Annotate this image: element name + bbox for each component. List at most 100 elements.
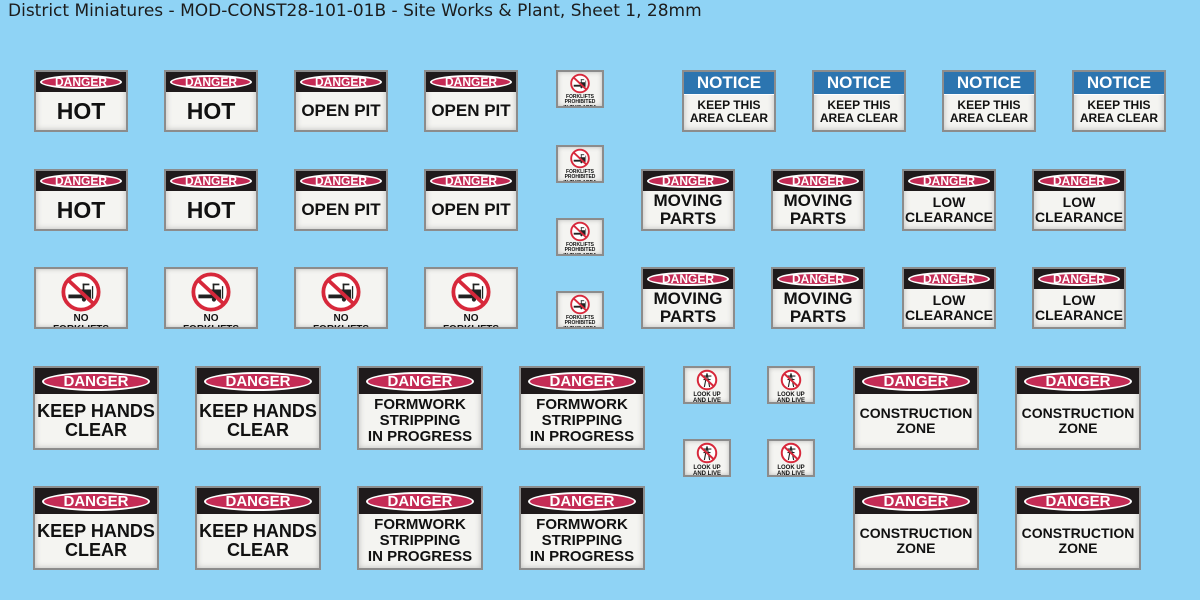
danger-header: DANGER — [643, 269, 733, 289]
sign-caption: NO FORKLIFTS — [182, 313, 240, 329]
sign-caption: NO FORKLIFTS — [442, 313, 500, 329]
no-forklifts-sign: NO FORKLIFTS — [424, 267, 518, 329]
danger-header: DANGER — [359, 488, 481, 514]
danger-hot-sign: DANGER HOT — [164, 70, 258, 132]
danger-construction-zone-sign: DANGER CONSTRUCTION ZONE — [853, 486, 979, 570]
danger-label: DANGER — [908, 272, 990, 286]
danger-header: DANGER — [296, 72, 386, 92]
sign-message: MOVING PARTS — [783, 288, 853, 326]
sign-message: LOW CLEARANCE — [1035, 193, 1123, 225]
sign-message: OPEN PIT — [301, 100, 381, 120]
sign-caption: LOOK UP AND LIVE — [692, 465, 721, 477]
sign-message: KEEP THIS AREA CLEAR — [949, 98, 1029, 125]
no-powerline-icon — [780, 369, 802, 391]
danger-label: DANGER — [1024, 491, 1132, 511]
no-forklifts-sign: NO FORKLIFTS — [164, 267, 258, 329]
danger-label: DANGER — [430, 75, 512, 89]
danger-header: DANGER — [426, 72, 516, 92]
danger-header: DANGER — [521, 368, 643, 394]
sign-message: MOVING PARTS — [653, 190, 723, 228]
danger-label: DANGER — [40, 75, 122, 89]
sign-caption: FORKLIFTS PROHIBITED IN THIS AREA — [563, 242, 597, 256]
danger-label: DANGER — [430, 174, 512, 188]
danger-low-clearance-sign: DANGER LOW CLEARANCE — [1032, 169, 1126, 231]
sign-message: LOW CLEARANCE — [905, 291, 993, 323]
look-up-and-live-sign: LOOK UP AND LIVE — [767, 366, 815, 404]
no-powerline-icon — [696, 442, 718, 464]
danger-header: DANGER — [643, 171, 733, 191]
danger-label: DANGER — [528, 491, 636, 511]
danger-header: DANGER — [296, 171, 386, 191]
danger-label: DANGER — [528, 371, 636, 391]
danger-header: DANGER — [855, 488, 977, 514]
sign-message: MOVING PARTS — [783, 190, 853, 228]
look-up-and-live-sign: LOOK UP AND LIVE — [683, 439, 731, 477]
sign-caption: LOOK UP AND LIVE — [776, 392, 805, 404]
no-forklift-icon — [191, 272, 231, 312]
danger-label: DANGER — [777, 272, 859, 286]
danger-header: DANGER — [166, 171, 256, 191]
danger-header: DANGER — [36, 72, 126, 92]
danger-label: DANGER — [300, 75, 382, 89]
danger-label: DANGER — [366, 371, 474, 391]
sheet-title: District Miniatures - MOD-CONST28-101-01… — [8, 1, 702, 21]
sign-message: HOT — [186, 97, 236, 124]
danger-header: DANGER — [1017, 488, 1139, 514]
danger-construction-zone-sign: DANGER CONSTRUCTION ZONE — [1015, 486, 1141, 570]
danger-open-pit-sign: DANGER OPEN PIT — [294, 70, 388, 132]
sign-message: MOVING PARTS — [653, 288, 723, 326]
sign-message: HOT — [56, 97, 106, 124]
danger-header: DANGER — [36, 171, 126, 191]
danger-header: DANGER — [904, 171, 994, 191]
sign-message: KEEP HANDS CLEAR — [199, 400, 317, 440]
sign-message: LOW CLEARANCE — [905, 193, 993, 225]
sign-caption: LOOK UP AND LIVE — [692, 392, 721, 404]
danger-label: DANGER — [647, 174, 729, 188]
no-forklift-icon — [61, 272, 101, 312]
danger-label: DANGER — [204, 491, 312, 511]
danger-header: DANGER — [904, 269, 994, 289]
sign-message: CONSTRUCTION ZONE — [859, 524, 973, 556]
danger-label: DANGER — [42, 371, 150, 391]
danger-moving-parts-sign: DANGER MOVING PARTS — [771, 169, 865, 231]
sign-message: CONSTRUCTION ZONE — [1021, 404, 1135, 436]
forklifts-prohibited-sign: FORKLIFTS PROHIBITED IN THIS AREA — [556, 145, 604, 183]
sign-message: OPEN PIT — [431, 199, 511, 219]
danger-label: DANGER — [1038, 174, 1120, 188]
no-forklift-icon — [451, 272, 491, 312]
danger-header: DANGER — [855, 368, 977, 394]
sign-message: KEEP HANDS CLEAR — [199, 520, 317, 560]
look-up-and-live-sign: LOOK UP AND LIVE — [683, 366, 731, 404]
danger-moving-parts-sign: DANGER MOVING PARTS — [641, 169, 735, 231]
danger-header: DANGER — [426, 171, 516, 191]
danger-label: DANGER — [40, 174, 122, 188]
danger-label: DANGER — [908, 174, 990, 188]
danger-label: DANGER — [42, 491, 150, 511]
danger-label: DANGER — [862, 371, 970, 391]
danger-header: DANGER — [197, 488, 319, 514]
look-up-and-live-sign: LOOK UP AND LIVE — [767, 439, 815, 477]
danger-label: DANGER — [204, 371, 312, 391]
danger-header: DANGER — [773, 269, 863, 289]
danger-keep-hands-clear-sign: DANGER KEEP HANDS CLEAR — [195, 486, 321, 570]
danger-header: DANGER — [166, 72, 256, 92]
sign-message: FORMWORK STRIPPING IN PROGRESS — [367, 395, 473, 446]
danger-label: DANGER — [170, 75, 252, 89]
danger-low-clearance-sign: DANGER LOW CLEARANCE — [902, 267, 996, 329]
danger-label: DANGER — [777, 174, 859, 188]
sign-message: CONSTRUCTION ZONE — [1021, 524, 1135, 556]
forklifts-prohibited-sign: FORKLIFTS PROHIBITED IN THIS AREA — [556, 70, 604, 108]
danger-label: DANGER — [170, 174, 252, 188]
notice-label: NOTICE — [944, 72, 1034, 95]
sign-message: HOT — [56, 196, 106, 223]
sign-message: KEEP HANDS CLEAR — [37, 400, 155, 440]
no-powerline-icon — [696, 369, 718, 391]
danger-header: DANGER — [35, 368, 157, 394]
